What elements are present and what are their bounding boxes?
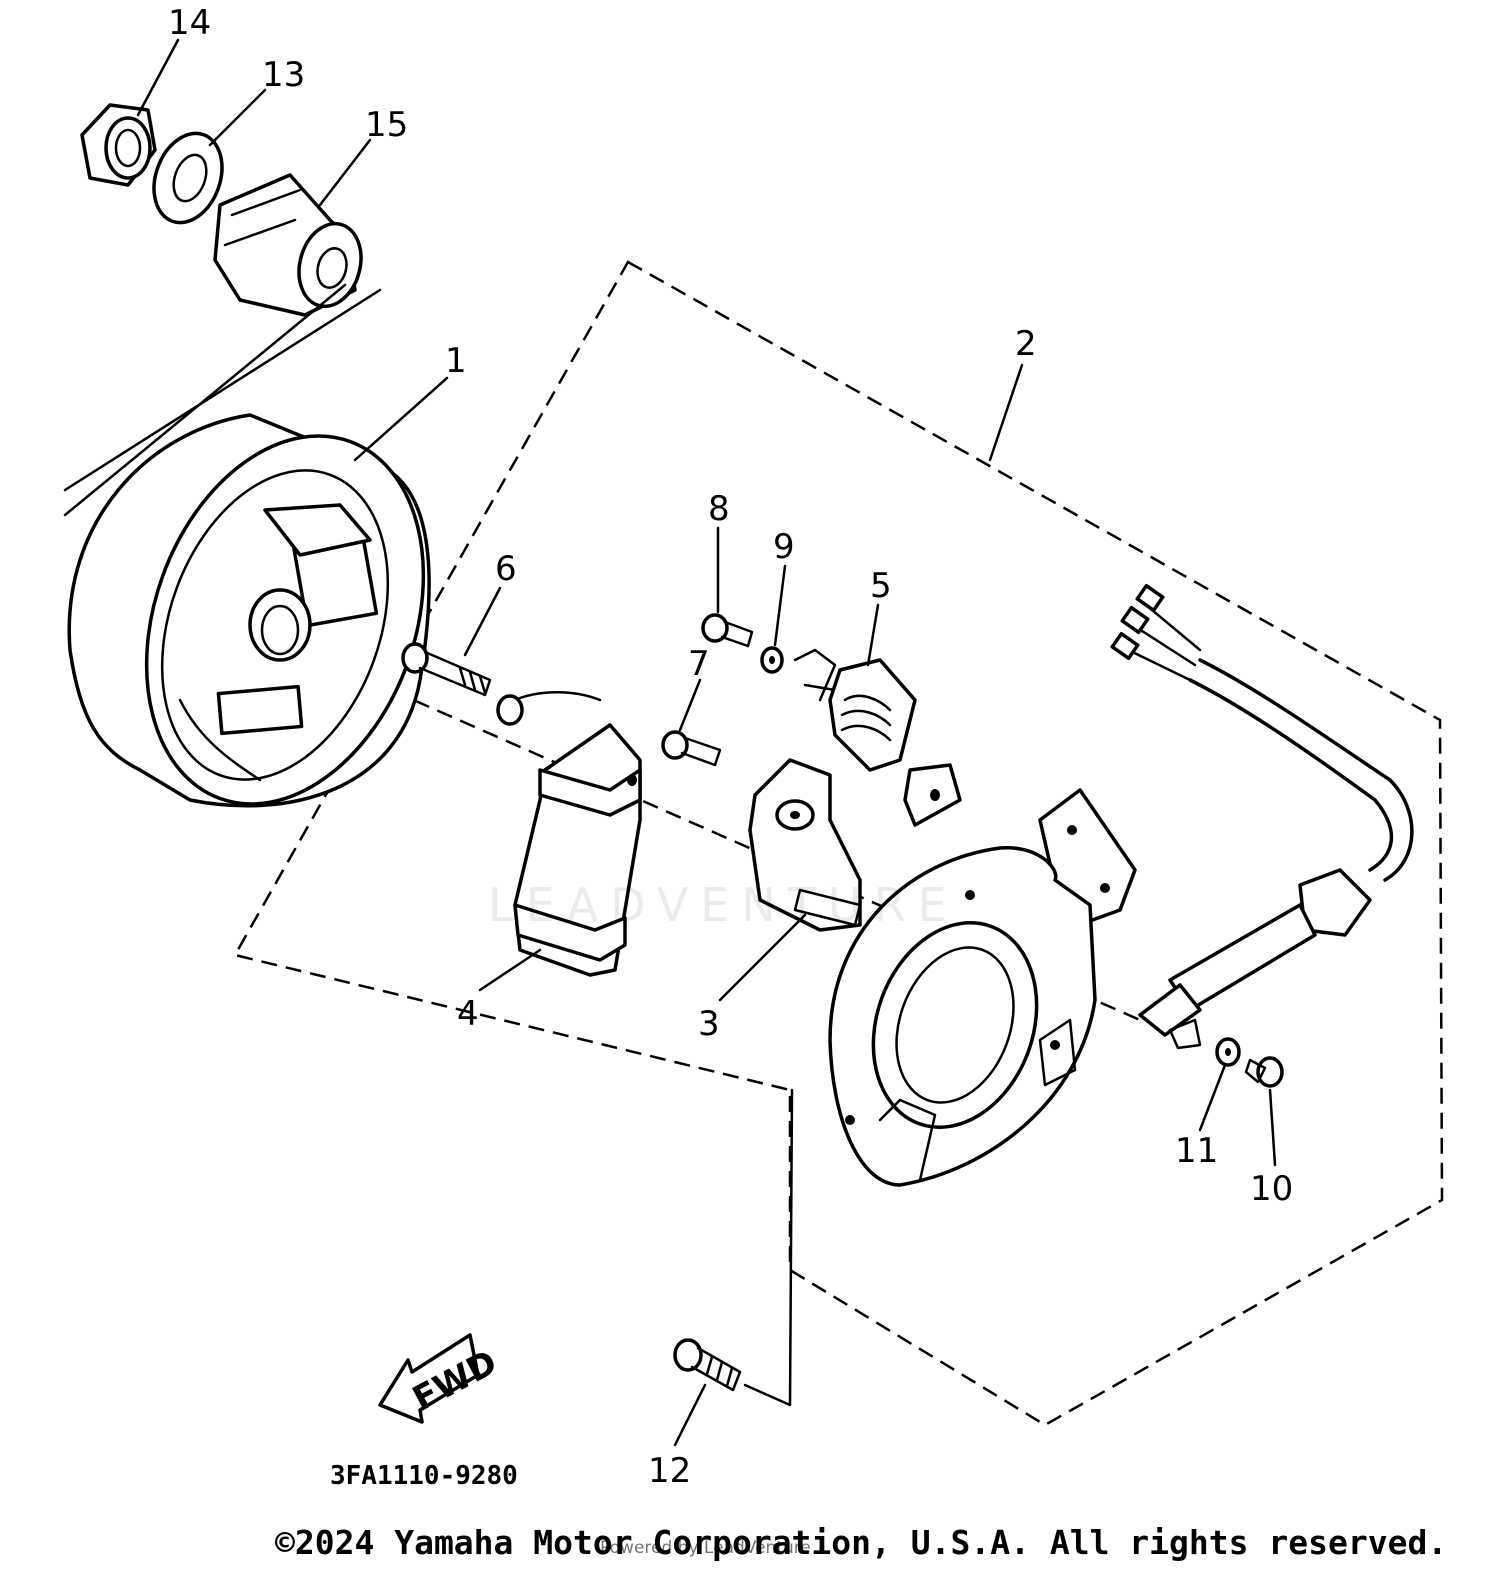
callout-9: 9 (773, 527, 795, 567)
part-8-screw[interactable] (701, 613, 754, 648)
callout-2: 2 (1015, 324, 1037, 364)
callout-5: 5 (870, 566, 892, 606)
wire-harness[interactable] (1110, 583, 1414, 1050)
callout-7: 7 (688, 644, 710, 684)
part-7-screw[interactable] (661, 730, 722, 767)
part-13-washer[interactable] (142, 124, 234, 232)
part-6-bolt[interactable] (401, 642, 492, 697)
part-10-screw[interactable] (1244, 1056, 1284, 1088)
callout-13: 13 (262, 55, 305, 95)
callout-3: 3 (698, 1004, 720, 1044)
fwd-arrow: FWD (378, 1333, 504, 1424)
assembly-outline-2 (233, 260, 1444, 1427)
callout-10: 10 (1250, 1169, 1293, 1209)
part-15-collar[interactable] (213, 173, 370, 317)
callout-4: 4 (457, 994, 479, 1034)
callout-leaders (136, 38, 1277, 1447)
watermark: LEADVENTURE (488, 878, 959, 932)
diagram-code: 3FA1110-9280 (330, 1461, 518, 1491)
callout-labels: 14 13 15 1 2 6 8 9 5 7 4 3 11 10 12 (168, 3, 1293, 1491)
part-11-washer[interactable] (1215, 1037, 1241, 1067)
part-5-pulser-coil[interactable] (793, 648, 962, 827)
part-1-flywheel[interactable] (67, 397, 472, 843)
callout-8: 8 (708, 489, 730, 529)
callout-12: 12 (648, 1451, 691, 1491)
part-14-nut[interactable] (80, 103, 157, 187)
callout-1: 1 (445, 341, 467, 381)
part-2-stator-plate[interactable] (828, 788, 1137, 1187)
copyright-notice: ©2024 Yamaha Motor Corporation, U.S.A. A… (275, 1523, 1448, 1562)
callout-14: 14 (168, 3, 211, 43)
part-3-exciter-coil[interactable] (748, 758, 862, 932)
part-9-washer[interactable] (760, 646, 784, 674)
callout-15: 15 (365, 105, 408, 145)
leader-15-1 (63, 288, 382, 492)
leader-15-1b (63, 283, 347, 517)
powered-by-credit: Powered by LeadVenture (600, 1538, 811, 1558)
callout-6: 6 (495, 549, 517, 589)
part-12-bolt[interactable] (673, 1088, 794, 1407)
callout-11: 11 (1175, 1131, 1218, 1171)
part-4-source-coil[interactable] (496, 690, 642, 977)
